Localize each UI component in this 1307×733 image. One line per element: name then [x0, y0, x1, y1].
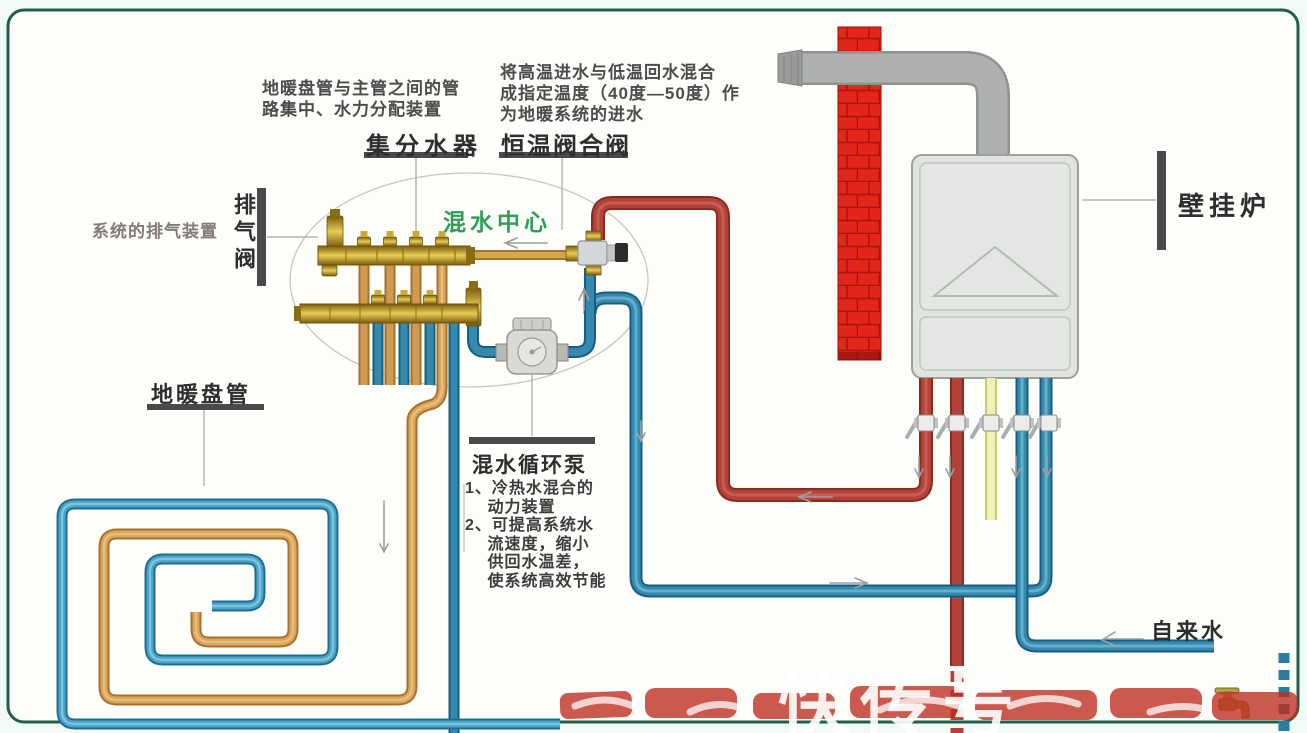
flow-arrow [914, 455, 924, 479]
air-vent-annotation: 系统的排气装置 [92, 222, 218, 241]
boiler-triangle-mark [931, 245, 1060, 297]
manifold-label: 集分水器 [366, 133, 482, 160]
boiler-valve [905, 414, 938, 439]
pump-note: 1、冷热水混合的 动力装置 2、可提高系统水 流速度，缩小 供回水温差， 使系统… [465, 480, 607, 590]
boiler [911, 154, 1079, 379]
boiler-valves [905, 414, 1061, 439]
mixing-valve-label: 恒温阀合阀 [501, 133, 631, 160]
supply-manifold [317, 231, 475, 277]
flow-arrows [379, 237, 1144, 647]
boiler-valve [1028, 414, 1061, 439]
tap-water-arrow [1100, 631, 1144, 647]
pump-label: 混水循环泵 [472, 454, 587, 477]
label-bar-air-vent [257, 188, 266, 286]
boiler-label: 壁挂炉 [1178, 191, 1272, 221]
mixing-center-ellipse [289, 172, 649, 388]
label-bar-manifold [364, 152, 468, 158]
return-manifold [294, 281, 482, 327]
label-bar-floor-coil [147, 404, 264, 410]
mixing-valve-knob [615, 243, 628, 262]
flow-arrow [945, 455, 955, 479]
circulation-pump [495, 317, 569, 375]
label-bar-pump [469, 437, 595, 444]
boiler-upper-panel [919, 162, 1071, 311]
boiler-valve [936, 414, 969, 439]
flow-arrow [1042, 455, 1052, 479]
flow-arrow [1011, 455, 1021, 479]
air-vent-valve [326, 209, 344, 252]
flow-arrow [502, 237, 548, 249]
air-vent-label: 排气阀 [231, 193, 256, 274]
mixing-center-label: 混水中心 [443, 209, 551, 235]
flow-arrow [829, 577, 870, 589]
flow-arrow [796, 491, 833, 503]
flue-pipe [777, 49, 1010, 160]
manifold-annotation: 地暖盘管与主管之间的管 路集中、水力分配装置 [262, 79, 460, 119]
callout-lines [203, 158, 1156, 552]
floor-coil-label: 地暖盘管 [151, 382, 252, 407]
flow-arrow [578, 287, 590, 311]
callout-bars [147, 151, 1166, 444]
watermark-text: 快传号 [778, 666, 1025, 733]
boiler-lower-panel [919, 316, 1071, 371]
thermostatic-mixing-valve [565, 230, 628, 276]
label-bar-mixing-valve [499, 152, 628, 158]
boiler-valve [1001, 414, 1034, 439]
mixing-valve-annotation: 将高温进水与低温回水混合 成指定温度（40度—50度）作 为地暖系统的进水 [500, 63, 740, 124]
flow-arrow [636, 420, 646, 443]
label-bar-boiler [1157, 151, 1166, 250]
flow-arrow [379, 500, 389, 554]
tap-water-label: 自来水 [1151, 619, 1227, 644]
boiler-valve [970, 414, 1003, 439]
watermark-white-strokes [571, 694, 1212, 716]
